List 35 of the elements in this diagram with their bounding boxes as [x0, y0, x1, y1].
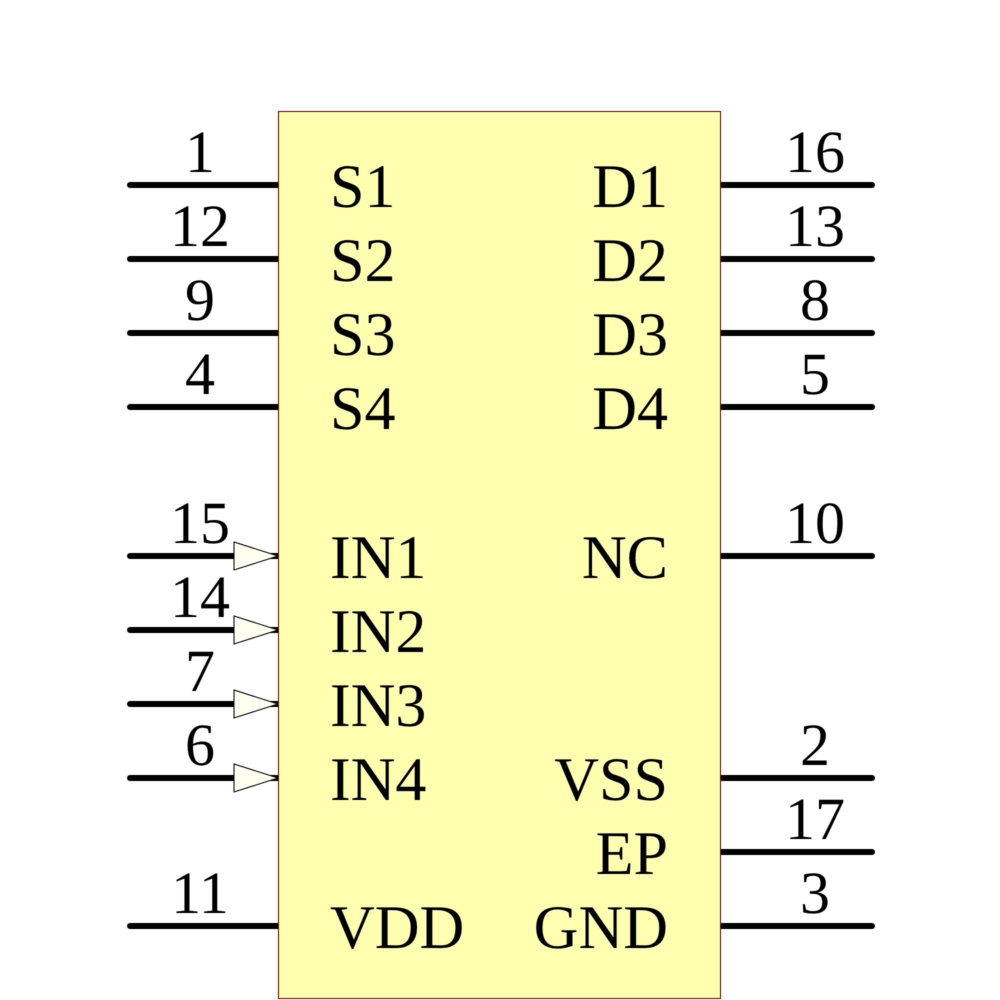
pin-number: 5 [800, 344, 830, 404]
pin-number: 15 [170, 493, 230, 553]
pin-name: IN2 [330, 601, 426, 663]
pin-name: VSS [554, 749, 668, 811]
pin-name: IN3 [330, 675, 426, 737]
pin-name: EP [596, 823, 668, 885]
pin-number: 9 [185, 270, 215, 330]
pin-number: 14 [170, 567, 230, 627]
pin-number: 1 [185, 122, 215, 182]
pin-number: 6 [185, 715, 215, 775]
pin-name: S3 [330, 304, 396, 366]
pin-name: S1 [330, 156, 396, 218]
pin-name: NC [582, 527, 668, 589]
pin-number: 3 [800, 863, 830, 923]
pin-number: 2 [800, 715, 830, 775]
pin-number: 16 [785, 122, 845, 182]
pin-name: GND [534, 897, 668, 959]
pin-number: 4 [185, 344, 215, 404]
pin-name: S4 [330, 378, 396, 440]
pin-number: 10 [785, 493, 845, 553]
pin-number: 13 [785, 196, 845, 256]
pin-name: D1 [592, 156, 668, 218]
pin-name: S2 [330, 230, 396, 292]
pin-number: 12 [170, 196, 230, 256]
pin-name: IN1 [330, 527, 426, 589]
pin-number: 7 [185, 641, 215, 701]
pin-name: D2 [592, 230, 668, 292]
pin-number: 11 [171, 863, 229, 923]
ic-body [278, 111, 721, 999]
pin-number: 17 [785, 789, 845, 849]
pin-name: VDD [330, 897, 464, 959]
pin-number: 8 [800, 270, 830, 330]
pin-name: IN4 [330, 749, 426, 811]
pin-name: D3 [592, 304, 668, 366]
pin-name: D4 [592, 378, 668, 440]
